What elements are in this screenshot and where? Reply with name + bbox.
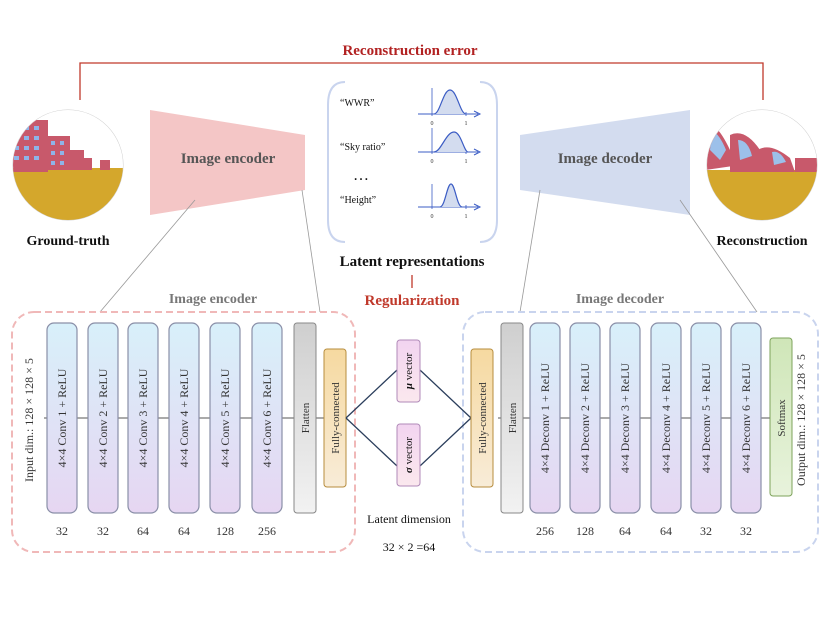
encoder-conv-layer-2: 4×4 Conv 2 + ReLU 32 bbox=[87, 322, 119, 538]
decoder-projection-left bbox=[519, 189, 541, 313]
encoder-conv-layer-label: 4×4 Conv 6 + ReLU bbox=[260, 368, 274, 467]
decoder-deconv-layer-channels: 64 bbox=[619, 524, 631, 538]
decoder-deconv-layer-label: 4×4 Deconv 4 + ReLU bbox=[659, 363, 673, 474]
svg-text:Softmax: Softmax bbox=[776, 399, 788, 437]
latent-bracket-left bbox=[327, 81, 346, 243]
decoder-deconv-layer-channels: 64 bbox=[660, 524, 672, 538]
top-decoder-label: Image decoder bbox=[558, 151, 653, 167]
decoder-deconv-layer-label: 4×4 Deconv 3 + ReLU bbox=[618, 363, 632, 474]
encoder-fc-block: Fully-connected bbox=[323, 348, 347, 488]
latent-item-wwr: “WWR” 0 1 bbox=[340, 88, 482, 127]
decoder-deconv-layer-channels: 32 bbox=[700, 524, 712, 538]
reconstruction-label: Reconstruction bbox=[717, 234, 808, 249]
decoder-fc-block: Fully-connected bbox=[470, 348, 494, 488]
reconstruction-image bbox=[706, 109, 818, 221]
decoder-title: Image decoder bbox=[576, 292, 664, 307]
encoder-projection-left bbox=[99, 199, 196, 313]
encoder-projection-right bbox=[301, 189, 321, 313]
ground-truth-label: Ground-truth bbox=[27, 234, 110, 249]
encoder-conv-layer-label: 4×4 Conv 4 + ReLU bbox=[177, 368, 191, 467]
softmax-block: Softmax bbox=[769, 337, 793, 497]
latent-bracket-right bbox=[479, 81, 498, 243]
encoder-conv-layer-3: 4×4 Conv 3 + ReLU 64 bbox=[127, 322, 159, 538]
svg-text:0: 0 bbox=[431, 159, 434, 165]
svg-text:0: 0 bbox=[431, 121, 434, 127]
encoder-conv-layer-label: 4×4 Conv 1 + ReLU bbox=[55, 368, 69, 467]
svg-text:1: 1 bbox=[465, 121, 468, 127]
svg-text:“Sky ratio”: “Sky ratio” bbox=[340, 142, 385, 153]
input-dim-label: Input dim.: 128 × 128 × 5 bbox=[22, 358, 36, 482]
encoder-conv-layer-label: 4×4 Conv 2 + ReLU bbox=[96, 368, 110, 467]
svg-text:Flatten: Flatten bbox=[300, 402, 312, 433]
encoder-conv-layer-channels: 32 bbox=[56, 524, 68, 538]
svg-text:μ vector: μ vector bbox=[403, 352, 415, 390]
encoder-conv-layer-label: 4×4 Conv 5 + ReLU bbox=[218, 368, 232, 467]
svg-text:Flatten: Flatten bbox=[507, 402, 519, 433]
decoder-deconv-layer-5: 4×4 Deconv 5 + ReLU 32 bbox=[690, 322, 722, 538]
svg-text:Fully-connected: Fully-connected bbox=[330, 382, 342, 454]
encoder-conv-layer-label: 4×4 Conv 3 + ReLU bbox=[136, 368, 150, 467]
encoder-container bbox=[11, 311, 356, 553]
svg-text:0: 0 bbox=[431, 214, 434, 220]
output-dim-label: Output dim.: 128 × 128 × 5 bbox=[794, 354, 808, 486]
encoder-conv-layer-1: 4×4 Conv 1 + ReLU 32 bbox=[46, 322, 78, 538]
decoder-projection-right bbox=[679, 199, 758, 313]
regularization-label: Regularization bbox=[365, 293, 461, 309]
encoder-conv-layer-channels: 32 bbox=[97, 524, 109, 538]
sigma-vector-block: σ vector bbox=[396, 423, 421, 487]
decoder-deconv-layer-channels: 128 bbox=[576, 524, 594, 538]
decoder-deconv-layer-6: 4×4 Deconv 6 + ReLU 32 bbox=[730, 322, 762, 538]
encoder-conv-layer-channels: 128 bbox=[216, 524, 234, 538]
latent-item-sky-ratio: “Sky ratio” 0 1 bbox=[340, 128, 482, 165]
svg-text:“Height”: “Height” bbox=[340, 195, 376, 206]
encoder-title: Image encoder bbox=[169, 292, 257, 307]
reconstruction-error-bracket bbox=[79, 62, 764, 100]
encoder-flatten-block: Flatten bbox=[293, 322, 317, 514]
latent-item-height: “Height” 0 1 bbox=[340, 183, 482, 220]
decoder-deconv-layer-1: 4×4 Deconv 1 + ReLU 256 bbox=[529, 322, 561, 538]
top-decoder-shape bbox=[520, 110, 690, 215]
encoder-conv-layer-4: 4×4 Conv 4 + ReLU 64 bbox=[168, 322, 200, 538]
svg-text:σ vector: σ vector bbox=[403, 437, 415, 474]
decoder-container bbox=[462, 311, 819, 553]
top-encoder-label: Image encoder bbox=[181, 151, 276, 167]
mu-vector-block: μ vector bbox=[396, 339, 421, 403]
latent-representations-label: Latent representations bbox=[340, 254, 485, 270]
encoder-conv-layer-channels: 256 bbox=[258, 524, 276, 538]
decoder-deconv-layer-label: 4×4 Deconv 2 + ReLU bbox=[578, 363, 592, 474]
decoder-deconv-layer-label: 4×4 Deconv 5 + ReLU bbox=[699, 363, 713, 474]
latent-ellipsis: … bbox=[353, 167, 369, 184]
svg-text:1: 1 bbox=[465, 159, 468, 165]
decoder-deconv-layer-label: 4×4 Deconv 6 + ReLU bbox=[739, 363, 753, 474]
encoder-conv-layer-channels: 64 bbox=[137, 524, 149, 538]
decoder-deconv-layer-4: 4×4 Deconv 4 + ReLU 64 bbox=[650, 322, 682, 538]
svg-text:1: 1 bbox=[465, 214, 468, 220]
latent-dimension-label: Latent dimension bbox=[367, 512, 451, 526]
decoder-deconv-layer-label: 4×4 Deconv 1 + ReLU bbox=[538, 363, 552, 474]
reconstruction-error-label: Reconstruction error bbox=[342, 43, 477, 59]
decoder-deconv-layer-channels: 256 bbox=[536, 524, 554, 538]
ground-truth-image bbox=[12, 109, 124, 221]
top-encoder-shape bbox=[150, 110, 305, 215]
svg-text:“WWR”: “WWR” bbox=[340, 98, 374, 109]
encoder-conv-layer-6: 4×4 Conv 6 + ReLU 256 bbox=[251, 322, 283, 538]
decoder-deconv-layer-3: 4×4 Deconv 3 + ReLU 64 bbox=[609, 322, 641, 538]
encoder-conv-layer-5: 4×4 Conv 5 + ReLU 128 bbox=[209, 322, 241, 538]
encoder-conv-layer-channels: 64 bbox=[178, 524, 190, 538]
latent-dimension-value: 32 × 2 =64 bbox=[383, 540, 436, 554]
decoder-deconv-layer-2: 4×4 Deconv 2 + ReLU 128 bbox=[569, 322, 601, 538]
decoder-flatten-block: Flatten bbox=[500, 322, 524, 514]
decoder-deconv-layer-channels: 32 bbox=[740, 524, 752, 538]
svg-text:Fully-connected: Fully-connected bbox=[477, 382, 489, 454]
